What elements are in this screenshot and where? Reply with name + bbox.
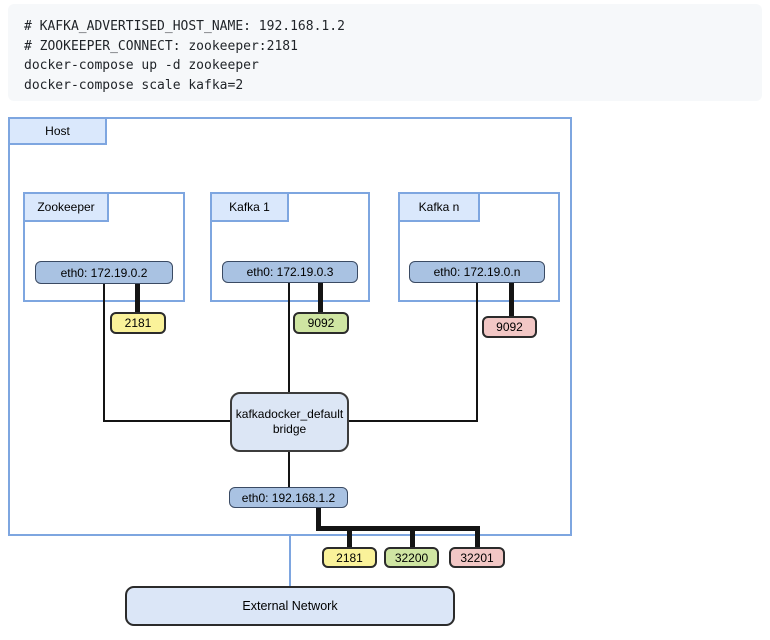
connector-kafkan-horizontal [349,420,478,422]
port-badge-kafka1-9092: 9092 [293,312,349,334]
code-line-3: docker-compose up -d zookeeper [24,58,259,73]
connector-zookeeper-vertical [103,283,105,422]
connector-kafka1-vertical [288,282,290,392]
portbus-drop-2181 [347,526,352,548]
zookeeper-eth0-box: eth0: 172.19.0.2 [35,261,173,284]
portbus-vertical [316,506,321,531]
port-badge-kafkan-9092: 9092 [482,316,537,338]
connector-zookeeper-horizontal [103,420,230,422]
portbus-drop-32201 [475,526,480,548]
connector-bridge-to-hosteth0 [288,452,290,488]
portlink-zookeeper-2181 [135,283,140,313]
code-line-2: # ZOOKEEPER_CONNECT: zookeeper:2181 [24,38,298,54]
connector-kafkan-vertical [476,283,478,422]
code-line-1: # KAFKA_ADVERTISED_HOST_NAME: 192.168.1.… [24,19,345,34]
host-group-box [8,117,572,536]
link-host-to-external-network [289,536,291,586]
zookeeper-group-label: Zookeeper [23,192,109,222]
port-badge-published-32200: 32200 [384,547,439,568]
portlink-kafka1-9092 [318,282,323,313]
bridge-type: bridge [272,422,307,436]
code-text: # KAFKA_ADVERTISED_HOST_NAME: 192.168.1.… [24,17,746,95]
kafka1-eth0-box: eth0: 172.19.0.3 [222,261,358,283]
kafka1-group-label: Kafka 1 [210,192,289,222]
portlink-kafkan-9092 [509,283,514,317]
port-badge-zookeeper-2181: 2181 [110,312,166,334]
code-block: # KAFKA_ADVERTISED_HOST_NAME: 192.168.1.… [8,4,762,101]
bridge-name: kafkadocker_default [235,407,344,421]
portbus-horizontal [316,526,480,531]
kafkan-group-label: Kafka n [398,192,480,222]
host-group-label: Host [8,117,107,145]
port-badge-published-32201: 32201 [449,547,505,568]
bridge-node: kafkadocker_default bridge [230,392,349,452]
port-badge-published-2181: 2181 [322,547,377,568]
host-eth0-box: eth0: 192.168.1.2 [229,487,348,508]
kafka1-group-box [210,192,370,302]
code-line-4: docker-compose scale kafka=2 [24,77,244,93]
kafkan-eth0-box: eth0: 172.19.0.n [409,261,545,283]
portbus-drop-32200 [410,526,415,548]
external-network-node: External Network [125,586,455,626]
